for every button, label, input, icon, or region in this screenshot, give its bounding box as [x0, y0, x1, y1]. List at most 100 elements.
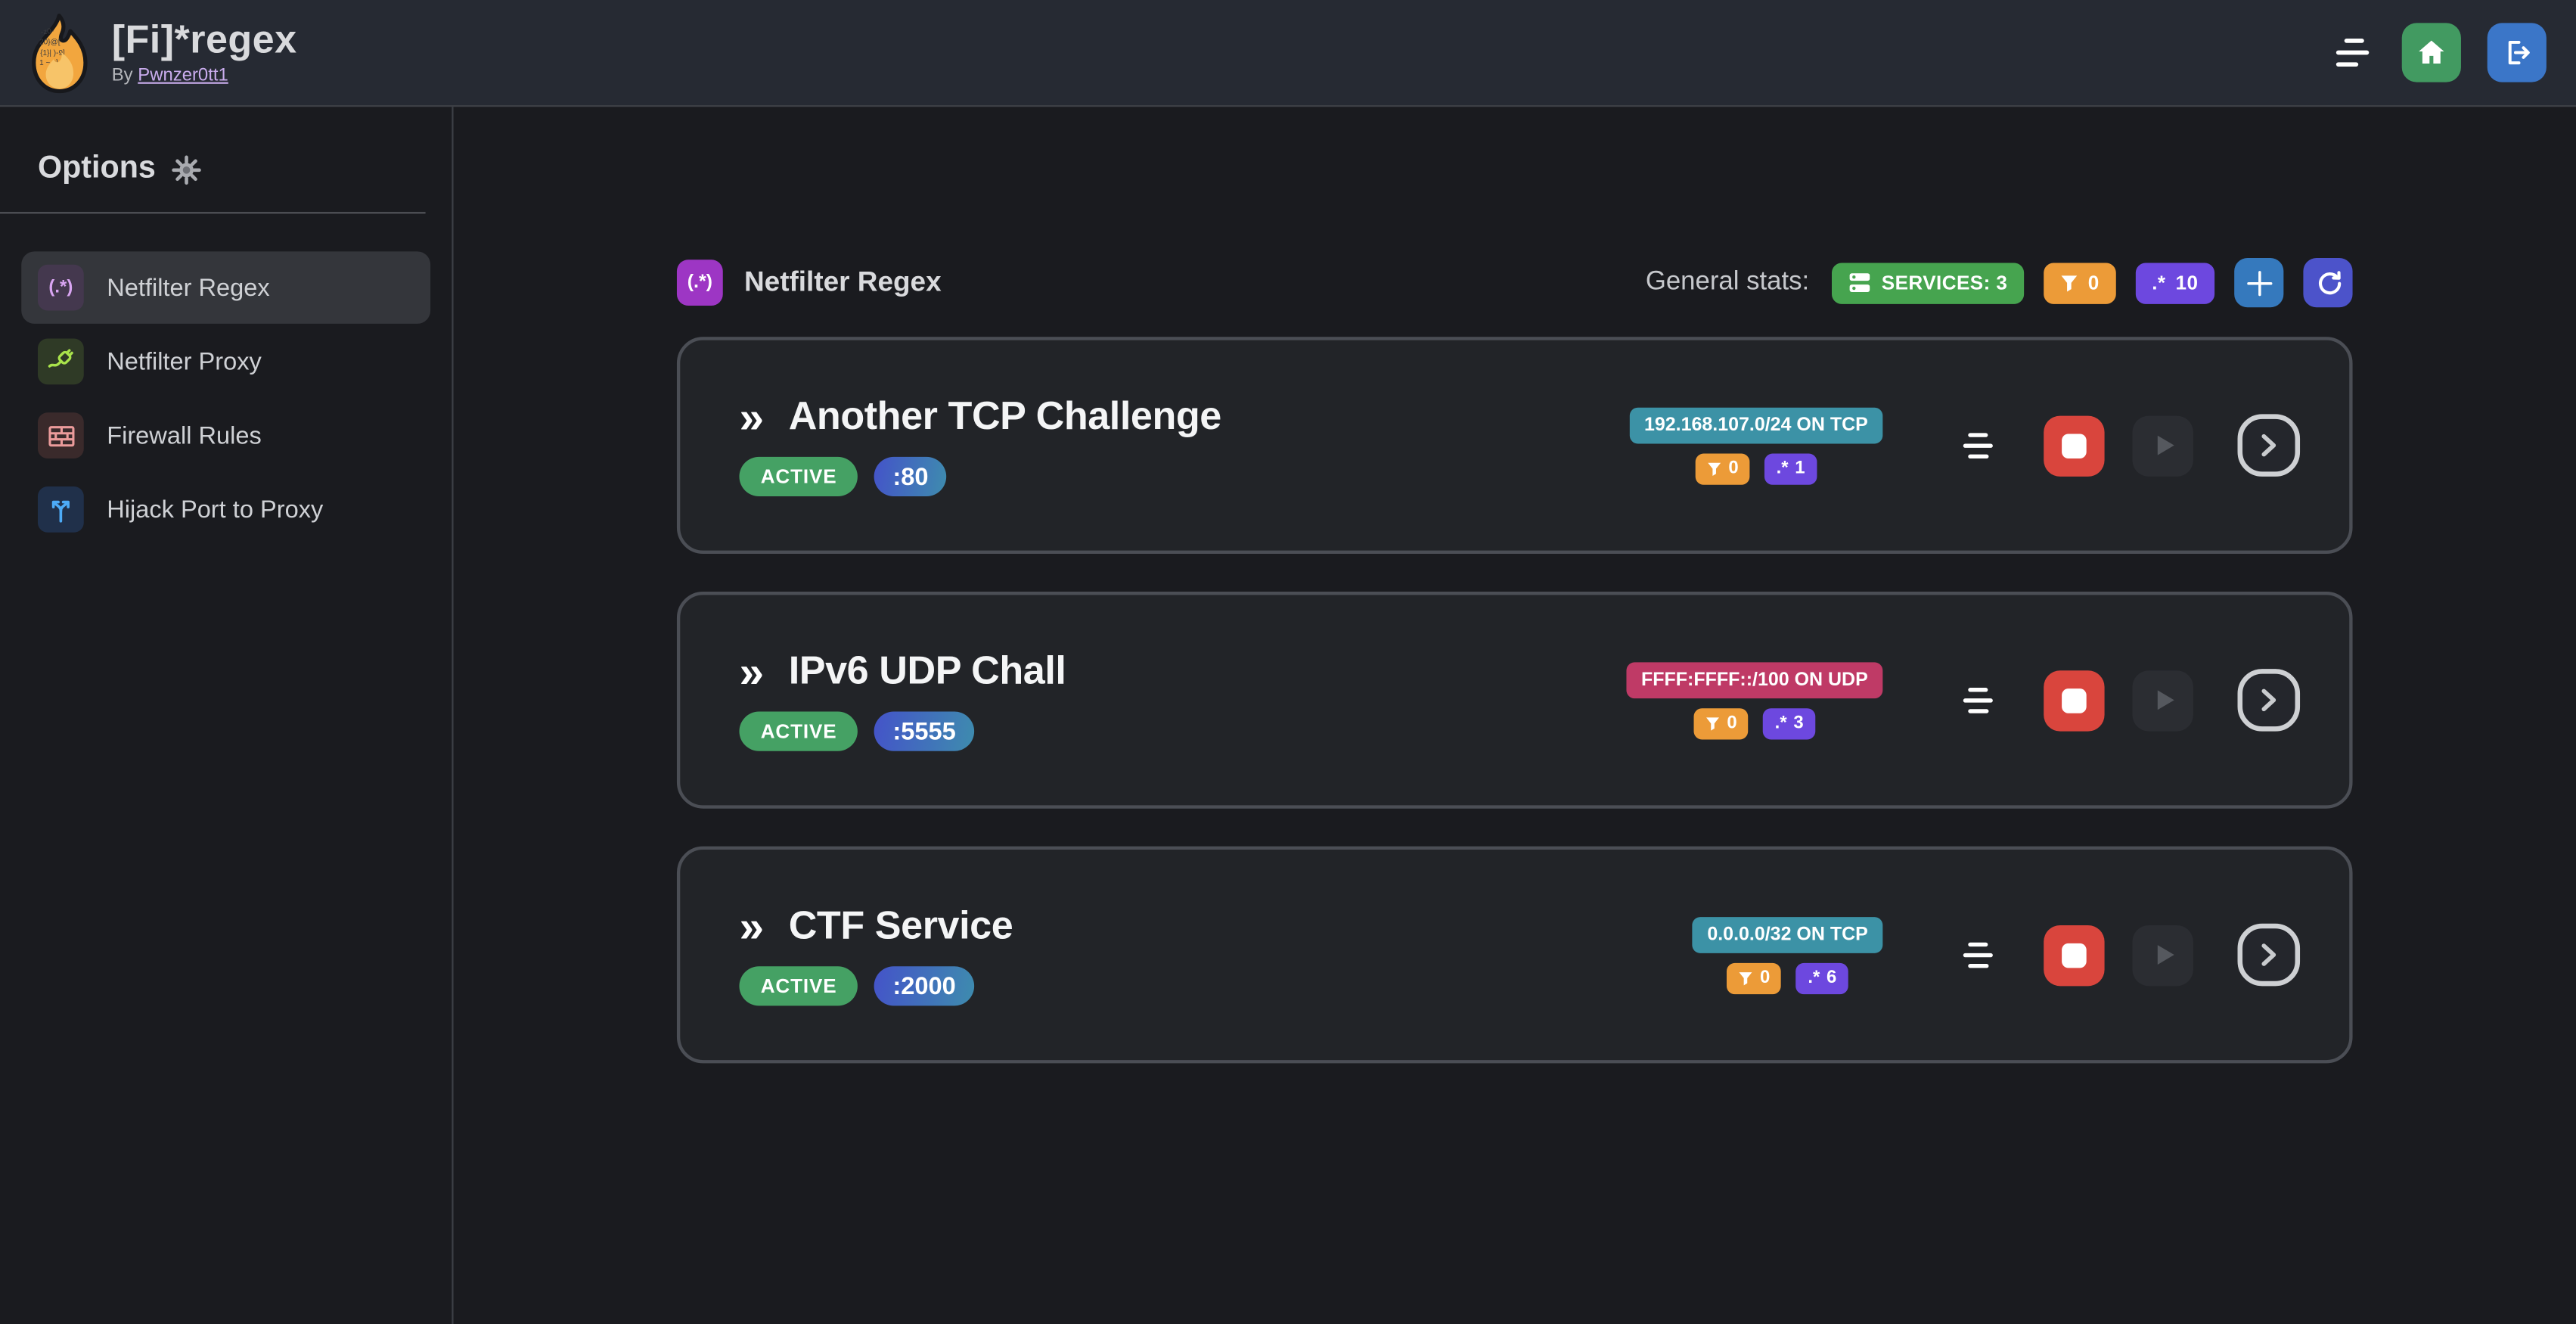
service-name: IPv6 UDP Chall — [788, 649, 1066, 694]
main-area: (.*) Netfilter Regex General stats: SERV… — [454, 107, 2576, 1324]
service-controls: FFFF:FFFF::/100 ON UDP 0 .* 3 — [1626, 661, 2301, 739]
server-icon — [1848, 271, 1871, 294]
logout-button[interactable] — [2487, 23, 2547, 82]
split-arrows-icon — [37, 486, 84, 533]
network-stats: 192.168.107.0/24 ON TCP 0 .* 1 — [1629, 406, 1883, 484]
regex-count-label: 10 — [2175, 271, 2199, 294]
logo-texture-line: -z0- — [40, 26, 54, 36]
port-badge: :80 — [874, 456, 947, 497]
stop-button[interactable] — [2044, 924, 2105, 986]
chevrons-right-icon: » — [739, 901, 765, 951]
regex-mini-count: 6 — [1826, 968, 1837, 988]
chevrons-right-icon: » — [739, 646, 765, 696]
stop-button[interactable] — [2044, 415, 2105, 476]
stop-button[interactable] — [2044, 670, 2105, 731]
open-service-button[interactable] — [2237, 923, 2301, 987]
network-badge: 0.0.0.0/32 ON TCP — [1692, 915, 1883, 953]
gear-icon — [170, 154, 201, 185]
stop-icon — [2062, 433, 2087, 458]
filters-mini-count: 0 — [1728, 458, 1739, 479]
status-badge: ACTIVE — [739, 711, 858, 751]
open-service-button[interactable] — [2237, 669, 2301, 732]
status-badge: ACTIVE — [739, 456, 858, 497]
play-icon — [2145, 427, 2181, 464]
play-button[interactable] — [2132, 670, 2193, 731]
service-card: » IPv6 UDP Chall ACTIVE :5555 FFFF:FFFF:… — [676, 591, 2353, 809]
funnel-icon — [2060, 274, 2078, 292]
play-button[interactable] — [2132, 415, 2193, 476]
sidebar-divider — [0, 212, 426, 214]
play-button[interactable] — [2132, 924, 2193, 986]
flame-icon: -z0- 20}@[ {1}| )-9] 1 ~ z] — [32, 12, 88, 93]
network-badge: 192.168.107.0/24 ON TCP — [1629, 406, 1883, 443]
service-info: » IPv6 UDP Chall ACTIVE :5555 — [739, 649, 1626, 751]
network-badge: FFFF:FFFF::/100 ON UDP — [1626, 661, 1883, 698]
network-stats: 0.0.0.0/32 ON TCP 0 .* 6 — [1692, 915, 1883, 994]
filters-mini-count: 0 — [1727, 713, 1737, 733]
play-icon — [2145, 937, 2181, 973]
topbar: -z0- 20}@[ {1}| )-9] 1 ~ z] [Fi]*regex B… — [0, 0, 2576, 107]
refresh-button[interactable] — [2303, 258, 2353, 308]
sidebar-item-label: Netfilter Regex — [107, 273, 270, 302]
play-icon — [2145, 682, 2181, 718]
byline-prefix: By — [111, 66, 138, 86]
regex-mini-badge: .* 3 — [1763, 707, 1815, 739]
firewall-icon — [37, 412, 84, 459]
services-count-badge: SERVICES: 3 — [1832, 262, 2025, 303]
home-button[interactable] — [2401, 23, 2461, 82]
logo-texture-line: 20}@[ — [39, 38, 61, 46]
filters-mini-count: 0 — [1760, 968, 1771, 988]
add-service-button[interactable] — [2234, 258, 2284, 308]
funnel-icon — [1707, 461, 1722, 476]
section-header: (.*) Netfilter Regex General stats: SERV… — [676, 258, 2353, 308]
menu-icon[interactable] — [2335, 38, 2371, 67]
service-name: CTF Service — [788, 903, 1013, 949]
regex-glyph-icon: .* — [1808, 968, 1820, 988]
regex-count-badge: .* 10 — [2135, 262, 2215, 303]
port-badge: :2000 — [874, 966, 974, 1006]
regex-glyph-icon: .* — [1776, 458, 1789, 479]
plus-icon — [2243, 267, 2274, 298]
chevron-right-icon — [2255, 687, 2282, 713]
sidebar-item-netfilter-proxy[interactable]: Netfilter Proxy — [21, 325, 430, 398]
sidebar-title: Options — [0, 151, 452, 188]
chevron-right-icon — [2255, 432, 2282, 458]
title-block: [Fi]*regex By Pwnzer0tt1 — [111, 19, 297, 86]
logo-texture-line: {1}| )-9] — [40, 48, 65, 57]
filters-count-label: 0 — [2087, 271, 2100, 294]
service-card: » CTF Service ACTIVE :2000 0.0.0.0/32 ON… — [676, 846, 2353, 1064]
status-badge: ACTIVE — [739, 966, 858, 1006]
general-stats: General stats: SERVICES: 3 0 — [1645, 258, 2353, 308]
service-controls: 0.0.0.0/32 ON TCP 0 .* 6 — [1692, 915, 2301, 994]
sidebar-title-label: Options — [37, 151, 156, 186]
chevrons-right-icon: » — [739, 392, 765, 442]
sidebar-nav: (.*) Netfilter Regex Netfilter Proxy — [0, 251, 452, 545]
service-menu-icon[interactable] — [1962, 941, 1994, 969]
stop-icon — [2062, 688, 2087, 713]
logout-icon — [2500, 36, 2533, 69]
regex-section-icon: (.*) — [676, 260, 723, 306]
sidebar-item-firewall-rules[interactable]: Firewall Rules — [21, 399, 430, 472]
regex-icon: (.*) — [37, 264, 84, 311]
sidebar-item-label: Hijack Port to Proxy — [107, 495, 324, 524]
service-info: » CTF Service ACTIVE :2000 — [739, 904, 1692, 1006]
sidebar-item-hijack-port[interactable]: Hijack Port to Proxy — [21, 474, 430, 546]
filters-mini-badge: 0 — [1695, 452, 1750, 484]
open-service-button[interactable] — [2237, 414, 2301, 477]
plug-icon — [37, 338, 84, 385]
service-info: » Another TCP Challenge ACTIVE :80 — [739, 392, 1629, 497]
funnel-icon — [1739, 971, 1754, 986]
filters-mini-badge: 0 — [1727, 962, 1782, 994]
sidebar-item-netfilter-regex[interactable]: (.*) Netfilter Regex — [21, 251, 431, 324]
service-controls: 192.168.107.0/24 ON TCP 0 .* 1 — [1629, 406, 2301, 484]
regex-glyph-icon: .* — [1774, 713, 1787, 733]
service-menu-icon[interactable] — [1962, 431, 1994, 459]
author-link[interactable]: Pwnzer0tt1 — [138, 66, 228, 86]
filters-mini-badge: 0 — [1693, 707, 1749, 739]
regex-mini-badge: .* 1 — [1764, 452, 1817, 484]
stats-label: General stats: — [1645, 268, 1810, 296]
sidebar-item-label: Netfilter Proxy — [107, 347, 262, 376]
services-count-label: SERVICES: 3 — [1881, 271, 2008, 294]
service-menu-icon[interactable] — [1962, 686, 1994, 714]
